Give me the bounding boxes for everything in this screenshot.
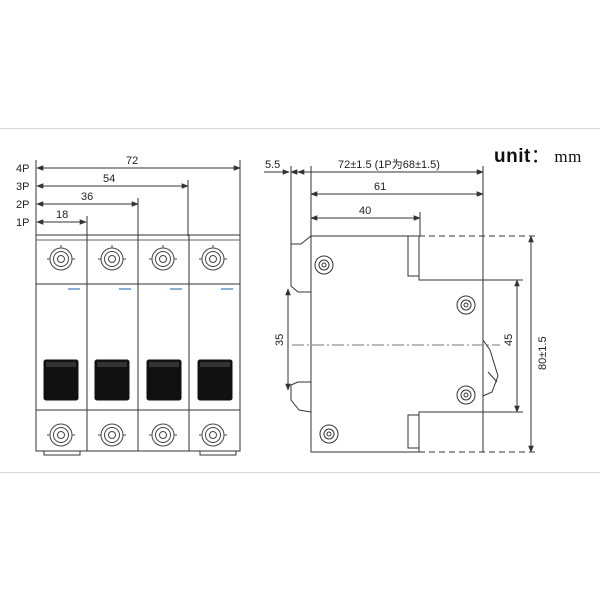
lower-terminal-screws bbox=[47, 423, 227, 447]
dim-value-61: 61 bbox=[374, 181, 386, 193]
handle-icon bbox=[197, 359, 233, 401]
side-profile-outline bbox=[290, 235, 484, 453]
top-border bbox=[0, 128, 600, 129]
unit-key: unit bbox=[494, 146, 531, 167]
dim-value-40: 40 bbox=[359, 205, 371, 217]
dim-value-36: 36 bbox=[81, 191, 93, 203]
side-handle bbox=[482, 339, 499, 397]
screw-icon bbox=[199, 245, 227, 271]
pole-label-4p: 4P bbox=[16, 163, 29, 175]
side-top-clip bbox=[407, 235, 420, 277]
screw-icon bbox=[456, 295, 476, 315]
dim-value-54: 54 bbox=[103, 173, 115, 185]
dim-value-72-tolerance: 72±1.5 (1P为68±1.5) bbox=[338, 158, 440, 171]
pole-label-2p: 2P bbox=[16, 199, 29, 211]
dim-value-80: 80±1.5 bbox=[537, 336, 549, 370]
screw-icon bbox=[98, 245, 126, 271]
side-bottom-clip bbox=[407, 414, 420, 449]
front-view: 4P 3P 2P 1P 72 54 36 18 bbox=[16, 155, 241, 456]
screw-icon bbox=[314, 255, 334, 275]
screw-icon bbox=[47, 245, 75, 271]
handle-icon bbox=[43, 359, 79, 401]
screw-icon bbox=[98, 423, 126, 447]
side-view: 5.5 72±1.5 (1P为68±1.5) 61 40 35 bbox=[264, 158, 549, 453]
pole-label-3p: 3P bbox=[16, 181, 29, 193]
pole-label-1p: 1P bbox=[16, 217, 29, 229]
side-handle-detail bbox=[487, 371, 498, 383]
screw-icon bbox=[456, 385, 476, 405]
screw-icon bbox=[199, 423, 227, 447]
dim-value-18: 18 bbox=[56, 209, 68, 221]
screw-icon bbox=[319, 424, 339, 444]
unit-label: unit：mm bbox=[494, 141, 582, 168]
screw-icon bbox=[149, 245, 177, 271]
toggle-handles bbox=[43, 359, 233, 401]
screw-icon bbox=[47, 423, 75, 447]
upper-terminal-screws bbox=[47, 245, 227, 271]
bottom-border bbox=[0, 472, 600, 473]
dim-value-45: 45 bbox=[503, 334, 515, 346]
foot-left bbox=[43, 450, 81, 456]
handle-icon bbox=[94, 359, 130, 401]
dim-value-72: 72 bbox=[126, 155, 138, 167]
foot-right bbox=[199, 450, 237, 456]
handle-icon bbox=[146, 359, 182, 401]
screw-icon bbox=[149, 423, 177, 447]
unit-separator: ： bbox=[530, 146, 551, 167]
dim-value-5p5: 5.5 bbox=[265, 159, 280, 171]
dim-value-35: 35 bbox=[274, 334, 286, 346]
unit-value: mm bbox=[554, 147, 582, 166]
